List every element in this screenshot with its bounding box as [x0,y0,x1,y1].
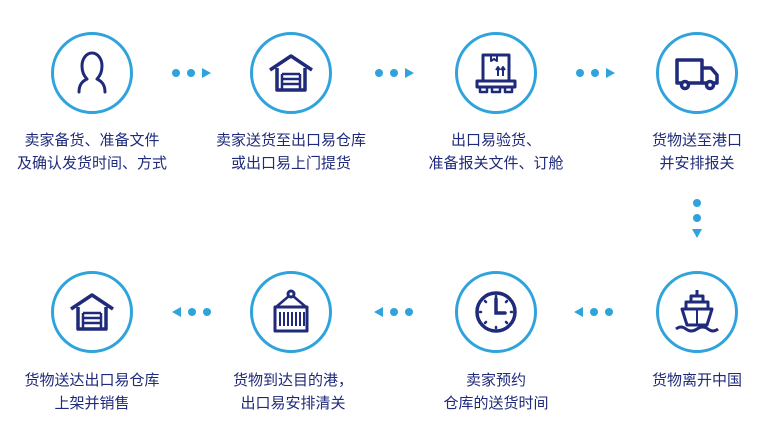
step-8-label: 货物送达出口易仓库上架并销售 [24,371,160,412]
dot [693,199,701,207]
warehouse-icon [269,54,313,92]
step-2-circle [250,32,332,114]
dot [375,69,383,77]
dot [591,69,599,77]
dot [172,69,180,77]
dot [390,308,398,316]
connector-1-2 [172,68,211,78]
step-7-label: 货物到达目的港，出口易安排清关 [232,371,353,412]
step-4-circle [656,32,738,114]
dot [405,308,413,316]
connector-2-3 [375,68,414,78]
connector-7-8 [172,307,211,317]
dot [693,214,701,222]
dot [188,308,196,316]
arrow-right-icon [606,68,615,78]
step-5-circle [656,271,738,353]
arrow-left-icon [172,307,181,317]
arrow-right-icon [405,68,414,78]
arrow-right-icon [202,68,211,78]
step-7-circle [250,271,332,353]
person-icon [77,51,107,94]
step-1-circle [51,32,133,114]
dot [203,308,211,316]
step-8-circle [51,271,133,353]
arrow-left-icon [574,307,583,317]
step-6-circle [455,271,537,353]
clock-icon [475,291,517,333]
arrow-down-icon [692,229,702,238]
arrow-left-icon [374,307,383,317]
dot [576,69,584,77]
dot [605,308,613,316]
step-5-label: 货物离开中国 [651,371,742,389]
ship-icon [675,290,719,333]
dot [390,69,398,77]
connector-5-6 [574,307,613,317]
step-1-label: 卖家备货、准备文件及确认发货时间、方式 [16,131,167,172]
package-pallet-icon [475,53,517,94]
container-icon [273,289,309,333]
dot [187,69,195,77]
step-3-label: 出口易验货、准备报关文件、订舱 [428,131,564,172]
warehouse-icon [70,293,114,331]
dot [590,308,598,316]
step-6-label: 卖家预约仓库的送货时间 [443,371,549,412]
truck-icon [675,58,719,91]
step-2-label: 卖家送货至出口易仓库或出口易上门提货 [215,131,366,172]
step-3-circle [455,32,537,114]
step-4-label: 货物送至港口并安排报关 [651,131,742,172]
connector-6-7 [374,307,413,317]
connector-4-5 [692,199,702,238]
connector-3-4 [576,68,615,78]
